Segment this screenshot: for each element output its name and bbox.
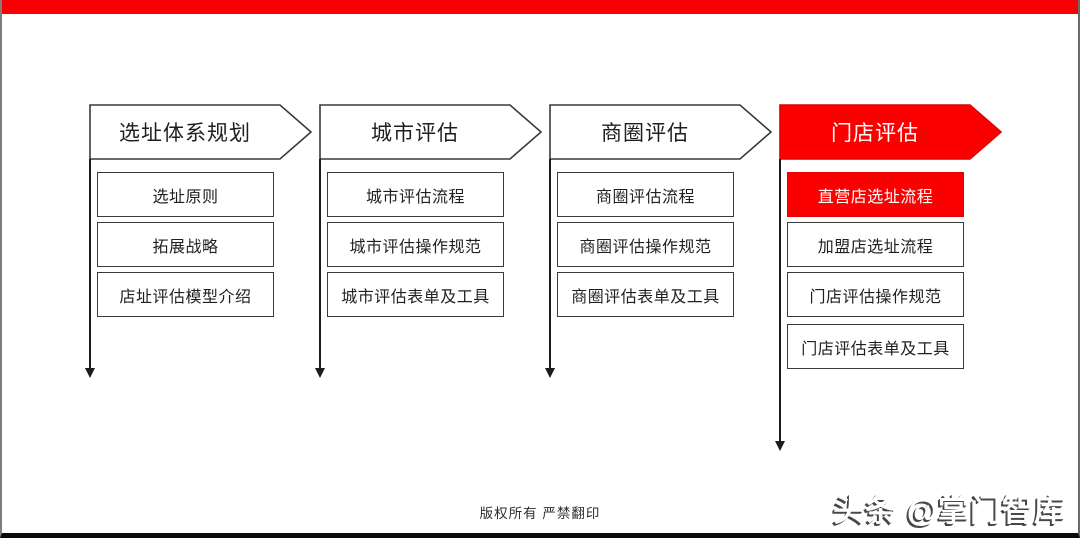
- down-arrowhead-icon: [545, 368, 555, 378]
- topic-box: 城市评估操作规范: [327, 222, 504, 267]
- stage-header: 城市评估: [319, 104, 543, 160]
- stage-header-label: 门店评估: [831, 122, 919, 145]
- down-arrowhead-icon: [315, 368, 325, 378]
- topic-box: 选址原则: [97, 172, 274, 217]
- stage-header-active: 门店评估: [779, 104, 1003, 160]
- top-accent-bar: [2, 0, 1078, 14]
- topic-box: 城市评估表单及工具: [327, 272, 504, 317]
- topic-box: 门店评估表单及工具: [787, 324, 964, 369]
- arrow-banner-shape: [319, 104, 543, 160]
- stage-header-label: 城市评估: [371, 122, 459, 145]
- column-city-evaluation: 城市评估 城市评估流程 城市评估操作规范 城市评估表单及工具: [315, 0, 543, 533]
- flow-line: [779, 159, 781, 441]
- down-arrowhead-icon: [85, 368, 95, 378]
- watermark-toutiao-handle: 头条 @掌门智库: [833, 493, 1066, 528]
- topic-box-active: 直营店选址流程: [787, 172, 964, 217]
- topic-box: 拓展战略: [97, 222, 274, 267]
- flow-line: [549, 159, 551, 368]
- topic-label: 商圈评估操作规范: [579, 238, 712, 256]
- stage-header-label: 商圈评估: [601, 122, 689, 145]
- topic-label: 城市评估表单及工具: [341, 288, 490, 306]
- arrow-banner-shape: [779, 104, 1003, 160]
- arrow-banner-shape: [89, 104, 313, 160]
- down-arrowhead-icon: [775, 441, 785, 451]
- column-store-evaluation: 门店评估 直营店选址流程 加盟店选址流程 门店评估操作规范 门店评估表单及工具: [775, 0, 1003, 533]
- stage-header: 选址体系规划: [89, 104, 313, 160]
- topic-label: 城市评估操作规范: [349, 238, 482, 256]
- topic-box: 加盟店选址流程: [787, 222, 964, 267]
- topic-box: 门店评估操作规范: [787, 272, 964, 317]
- stage-header: 商圈评估: [549, 104, 773, 160]
- topic-box: 城市评估流程: [327, 172, 504, 217]
- topic-label: 商圈评估表单及工具: [571, 288, 720, 306]
- column-trade-area-evaluation: 商圈评估 商圈评估流程 商圈评估操作规范 商圈评估表单及工具: [545, 0, 773, 533]
- topic-box: 商圈评估操作规范: [557, 222, 734, 267]
- topic-label: 门店评估表单及工具: [801, 340, 950, 358]
- copyright-notice: 版权所有 严禁翻印: [479, 506, 601, 521]
- topic-label: 加盟店选址流程: [817, 238, 934, 256]
- topic-box: 商圈评估表单及工具: [557, 272, 734, 317]
- topic-box: 商圈评估流程: [557, 172, 734, 217]
- topic-label: 拓展战略: [152, 238, 219, 256]
- topic-label: 门店评估操作规范: [809, 288, 942, 306]
- column-site-selection-planning: 选址体系规划 选址原则 拓展战略 店址评估模型介绍: [85, 0, 313, 533]
- topic-label: 店址评估模型介绍: [119, 288, 252, 306]
- topic-label: 商圈评估流程: [595, 188, 695, 206]
- topic-box: 店址评估模型介绍: [97, 272, 274, 317]
- topic-label: 直营店选址流程: [817, 188, 934, 206]
- arrow-banner-shape: [549, 104, 773, 160]
- topic-label: 城市评估流程: [365, 188, 465, 206]
- stage-header-label: 选址体系规划: [119, 122, 251, 145]
- flow-line: [89, 159, 91, 368]
- topic-label: 选址原则: [152, 188, 219, 206]
- flow-line: [319, 159, 321, 368]
